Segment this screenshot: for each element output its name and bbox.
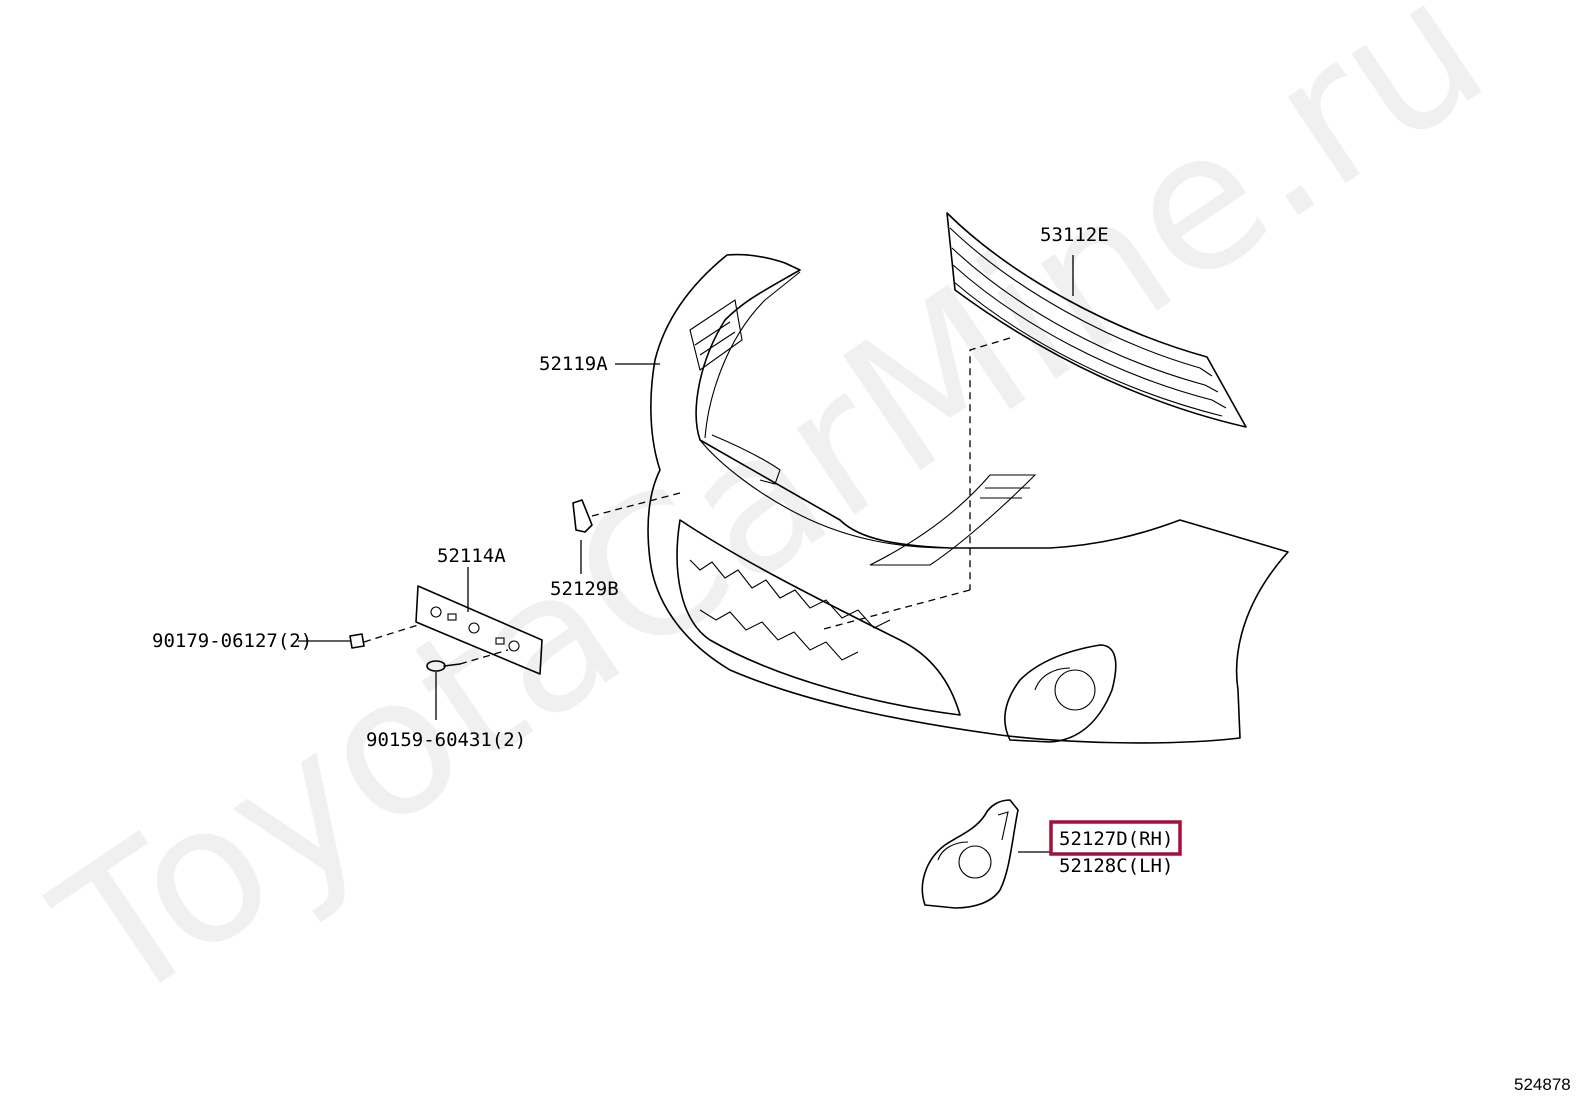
part-label-52129B[interactable]: 52129B (550, 578, 619, 600)
bumper-drawing (647, 253, 1289, 744)
assembly-lines (363, 337, 1011, 665)
watermark: ToyotaCarMine.ru (21, 0, 1521, 1048)
part-label-52119A[interactable]: 52119A (539, 353, 608, 375)
catalog-number: 524878 (1514, 1075, 1571, 1094)
part-label-53112E[interactable]: 53112E (1040, 224, 1109, 246)
fog-cover-drawing (921, 799, 1019, 909)
leader-lines (298, 255, 1074, 853)
license-bracket-drawing (349, 585, 543, 675)
part-label-52128C[interactable]: 52128C(LH) (1059, 855, 1173, 877)
grille-drawing (946, 212, 1247, 428)
tow-cover-drawing (572, 499, 593, 533)
part-label-90159-60431[interactable]: 90159-60431(2) (366, 729, 526, 751)
part-label-52127D[interactable]: 52127D(RH) (1059, 828, 1173, 850)
part-label-90179-06127[interactable]: 90179-06127(2) (152, 630, 312, 652)
selected-part-highlight (1049, 820, 1182, 856)
part-label-52114A[interactable]: 52114A (437, 545, 506, 567)
